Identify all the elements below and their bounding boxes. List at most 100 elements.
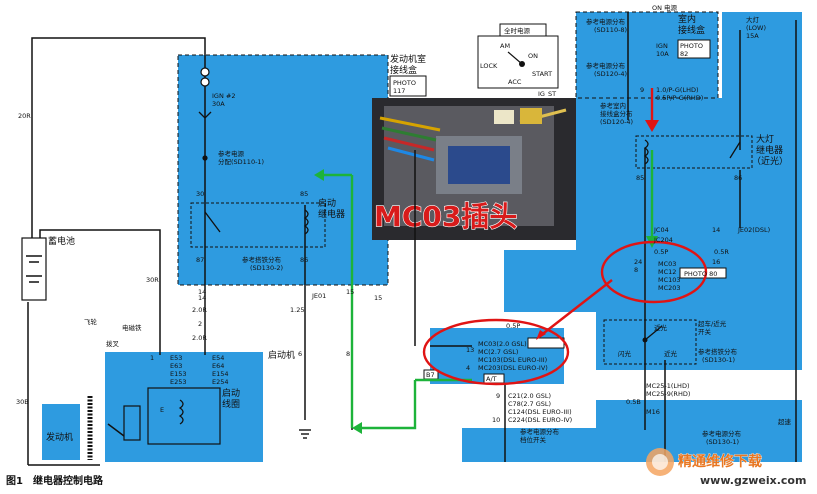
- ignition-pin-ig: IG: [538, 90, 545, 98]
- ref1-line1: 参考电源分布: [586, 17, 626, 26]
- ignition-on: ON: [528, 52, 538, 60]
- e-code-r2: E154: [212, 370, 229, 378]
- engine-photo: PHOTO: [393, 79, 416, 87]
- indoor-photo: PHOTO: [680, 42, 703, 50]
- dimmer-flash: 闪光: [618, 349, 632, 358]
- mc03-label-2: MC103(DSL EURO-III): [478, 356, 547, 364]
- e-code-r1: E64: [212, 362, 224, 370]
- watermark-title: 精通维修下载: [678, 453, 762, 470]
- dimmer-wire: 0.5B: [626, 398, 641, 406]
- battery: [21, 237, 47, 301]
- ignition-switch: [477, 23, 559, 89]
- dimmer-title2: 开关: [698, 327, 712, 336]
- je01: JE01: [311, 292, 326, 300]
- lower-code-2: C124(DSL EURO-III): [508, 408, 572, 416]
- e-code-l2: E153: [170, 370, 187, 378]
- e-code-r0: E54: [212, 354, 224, 362]
- ref2-line1: 参考电源分布: [586, 61, 626, 70]
- engine-box-title1: 发动机室: [390, 53, 426, 65]
- solenoid-label: 电磁铁: [122, 323, 142, 332]
- mc03-pin-13: 13: [466, 346, 474, 354]
- hot-all-label: 全时电源: [504, 26, 531, 35]
- indoor-wire2: 0.5P/P-G(RHD): [656, 94, 703, 102]
- ignition-pin-st: ST: [548, 90, 556, 98]
- indoor-pin: 9: [640, 86, 644, 94]
- e-code-l1: E63: [170, 362, 182, 370]
- pin-87: 87: [196, 256, 204, 264]
- mc-pin-24: 24: [634, 258, 642, 266]
- wire-20r-left: 20R: [18, 112, 31, 120]
- indoor-title2: 接线盒: [678, 24, 705, 36]
- pin-86: 86: [300, 256, 308, 264]
- ref3-line3: (SD120-4): [600, 118, 633, 126]
- lower-code-0: C21(2.0 GSL): [508, 392, 551, 400]
- indoor-fuse: IGN: [656, 42, 668, 50]
- indoor-box-border: [575, 11, 719, 99]
- indoor-title1: 室内: [678, 13, 696, 25]
- lower-ref: 参考电源分布: [520, 427, 560, 436]
- mc-photo-tag: [679, 267, 727, 279]
- watermark-logo-icon: [646, 448, 674, 476]
- dimmer-right-tag: 超速: [778, 417, 792, 426]
- junction-dot: [202, 155, 208, 161]
- left-pin-8: 8: [346, 350, 350, 358]
- battery-label: 蓄电池: [48, 235, 75, 247]
- overlay-label: MC03插头: [374, 200, 517, 233]
- relay-center-region: [576, 98, 802, 264]
- start-relay-line1: 启动: [318, 197, 336, 209]
- watermark-url: www.gzweix.com: [700, 474, 806, 487]
- mc03-pin-4: 4: [466, 364, 470, 372]
- mc-wire-05p: 0.5P: [654, 248, 668, 256]
- ref3-line1: 参考室内: [600, 101, 626, 110]
- pin-14: 14: [198, 288, 206, 296]
- e-code-l0: E53: [170, 354, 182, 362]
- dimmer-ref-code: (SD130-1): [702, 356, 735, 364]
- fuse-amp: 30A: [212, 100, 225, 108]
- indoor-photo-tag: [677, 39, 711, 59]
- ignition-acc: ACC: [508, 78, 522, 86]
- e-code-l3: E253: [170, 378, 187, 386]
- engine-photo-tag: [389, 75, 427, 97]
- pin-85: 85: [300, 190, 308, 198]
- headlamp-fuse-sub: (LOW): [746, 24, 766, 32]
- dimmer-near-2: 近光: [664, 349, 678, 358]
- headlamp-pin86: 86: [734, 174, 742, 182]
- dimmer-mc-1: MC25-9(RHD): [646, 390, 690, 398]
- ref-power-1: 参考电源: [218, 149, 245, 158]
- dimmer-title1: 超车/近光: [698, 319, 727, 328]
- lower-pin-9: 9: [496, 392, 500, 400]
- engine-box-title2: 接线盒: [390, 64, 417, 76]
- on-power-label: ON 电源: [652, 3, 678, 12]
- pin-30: 30: [196, 190, 204, 198]
- lower-right-region: [596, 400, 802, 462]
- mc-wire-jc204: JC204: [653, 236, 673, 244]
- mc-label-0: MC03: [658, 260, 676, 268]
- dimmer-mc-0: MC25-1(LHD): [646, 382, 690, 390]
- dimmer-near: 近光: [654, 323, 668, 332]
- mc-wire-jc04: JC04: [653, 226, 669, 234]
- engine-photo-no: 117: [393, 87, 405, 95]
- ref-ground-2: (SD130-2): [250, 264, 283, 272]
- headlamp-relay: [635, 135, 753, 169]
- headlamp-relay-line2: 继电器: [756, 144, 783, 156]
- e-code-r3: E254: [212, 378, 229, 386]
- mc-photo: PHOTO 80: [684, 270, 717, 278]
- lower-code-3: C224(DSL EURO-IV): [508, 416, 572, 424]
- red-arrowheads: [536, 120, 659, 340]
- pin-15: 15: [346, 288, 354, 296]
- indoor-fuse-amp: 10A: [656, 50, 669, 58]
- engine-block: [42, 404, 80, 460]
- headlamp-fuse-amp: 15A: [746, 32, 759, 40]
- motor-coil-1: 启动: [222, 387, 240, 399]
- flywheel-label: 飞轮: [84, 317, 98, 326]
- right-top-region: [722, 12, 802, 72]
- indoor-photo-no: 82: [680, 50, 688, 58]
- lower-pin-10: 10: [492, 416, 500, 424]
- figure-caption: 图1 继电器控制电路: [6, 474, 104, 487]
- mc03-label-3: MC203(DSL EURO-IV): [478, 364, 548, 372]
- indoor-wire1: 1.0/P-G(LHD): [656, 86, 699, 94]
- ignition-pin-am: AM: [500, 42, 510, 50]
- ref-power-2: 分配(SD110-1): [218, 157, 264, 166]
- mc-label-1: MC12: [658, 268, 676, 276]
